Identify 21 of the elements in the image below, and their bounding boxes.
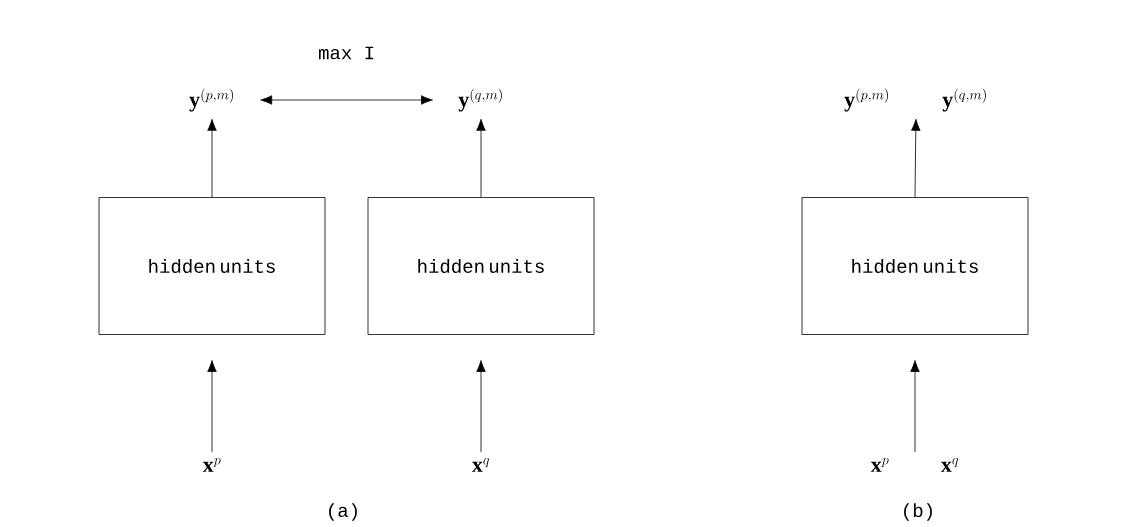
math-label: $\mathbf{y}^{(q,m)}$ [942,88,986,112]
process-box: hidden units [801,197,1029,335]
arrow [910,360,920,453]
arrow [911,118,921,198]
math-label: $\mathbf{x}^{p}$ [870,458,889,472]
panel-label: (a) [329,503,357,521]
arrow [476,360,486,453]
math-label: $\mathbf{x}^{q}$ [940,458,959,472]
math-label: $\mathbf{y}^{(p,m)}$ [844,88,888,112]
arrow [207,360,217,453]
edge-label: max I [317,45,377,61]
process-box: hidden units [367,197,595,335]
math-label: $\mathbf{y}^{(p,m)}$ [189,88,233,112]
math-label: $\mathbf{x}^{p}$ [202,458,221,472]
math-label: $\mathbf{y}^{(q,m)}$ [458,88,502,112]
arrow [476,118,486,198]
math-label: $\mathbf{x}^{q}$ [471,458,490,472]
arrow [207,118,217,198]
panel-label: (b) [904,503,932,521]
arrow [260,95,433,105]
process-box: hidden units [98,197,326,335]
